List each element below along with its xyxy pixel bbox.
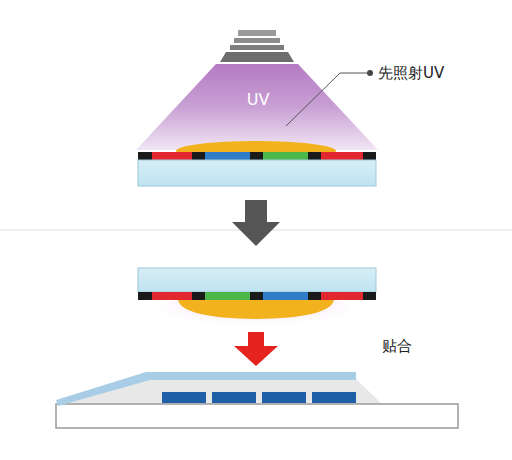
flip-arrow (232, 200, 280, 246)
glass-panel (138, 268, 376, 292)
bonded-assembly (56, 372, 458, 428)
glass-panel (138, 160, 376, 186)
color-filter-strip (138, 292, 376, 300)
step-label: 贴合 (382, 337, 412, 355)
leader-line (286, 73, 370, 126)
uv-light-cone (136, 64, 378, 150)
bond-arrow (234, 332, 278, 366)
adhesive (178, 300, 334, 319)
color-filter-strip (138, 152, 376, 160)
uv-lamp (220, 30, 294, 62)
callout-label: 先照射UV (378, 64, 444, 82)
uv-label: UV (247, 90, 270, 109)
